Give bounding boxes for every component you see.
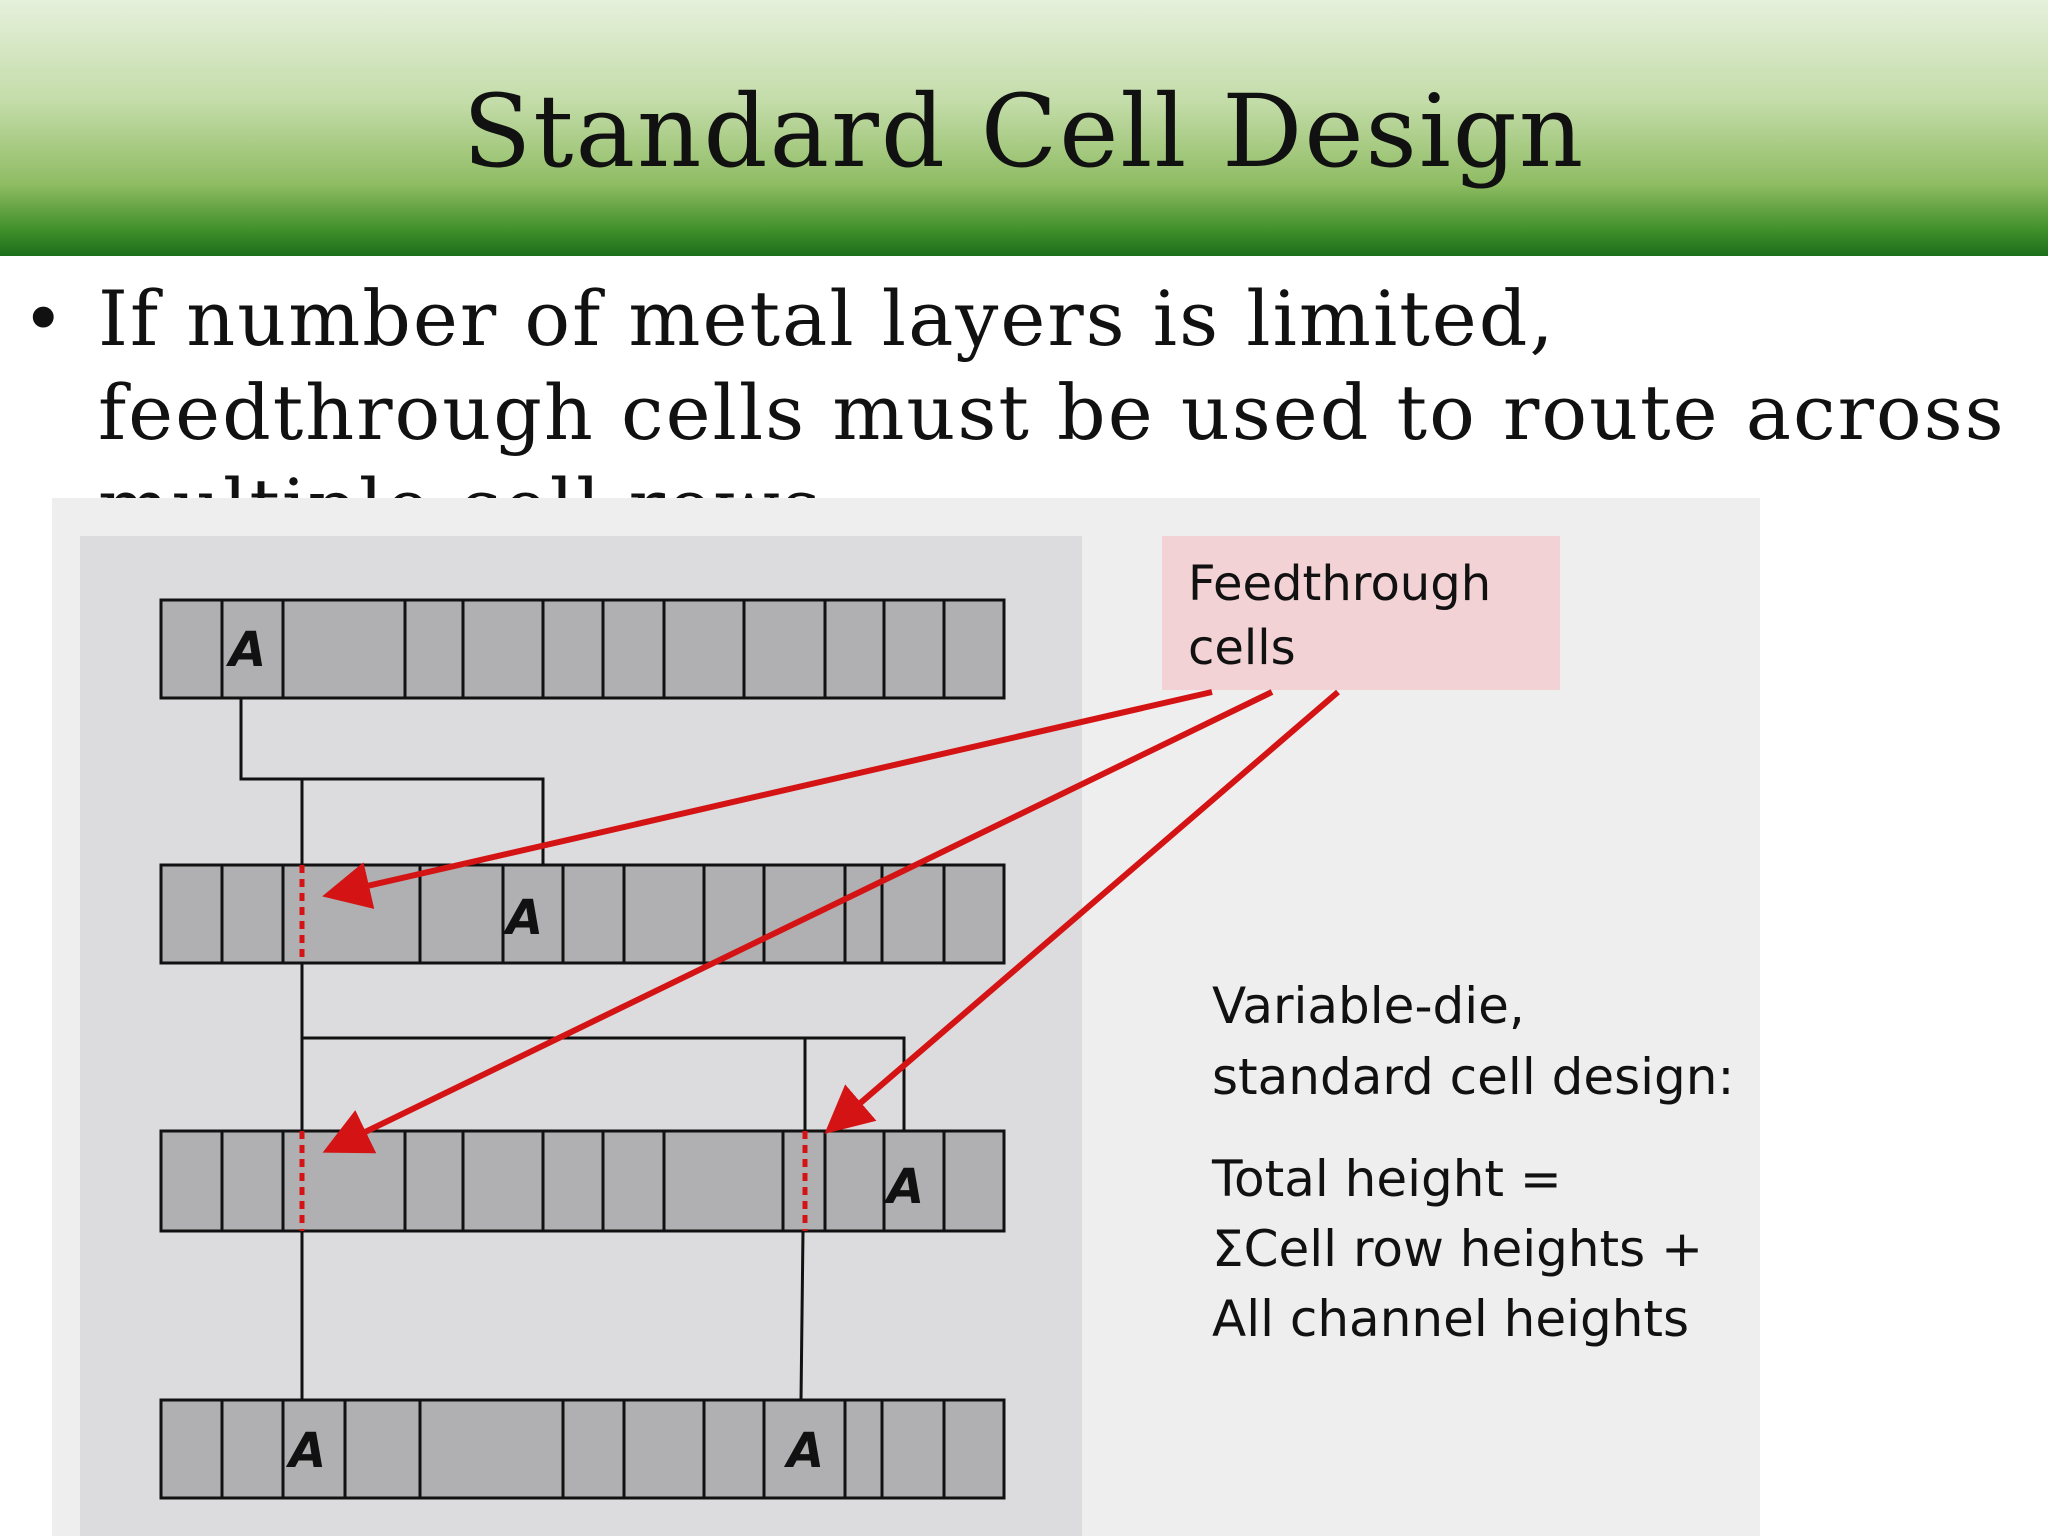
bullet-text: If number of metal layers is limited, fe… bbox=[98, 274, 2006, 498]
page-title: Standard Cell Design bbox=[462, 73, 1586, 190]
caption-line-2: standard cell design: bbox=[1212, 1048, 1734, 1106]
bullet-item: • If number of metal layers is limited, … bbox=[22, 272, 2032, 498]
cell-label-a: A bbox=[783, 1423, 824, 1479]
cell-label-a: A bbox=[285, 1423, 326, 1479]
caption-line-5: All channel heights bbox=[1212, 1290, 1689, 1348]
caption-line-4: ΣCell row heights + bbox=[1212, 1220, 1703, 1278]
cell-row-3: A bbox=[159, 1129, 1006, 1233]
callout-line-1: Feedthrough bbox=[1188, 556, 1491, 612]
cell-label-a: A bbox=[225, 622, 266, 678]
bullet-dot-icon: • bbox=[22, 277, 65, 361]
arrow-to-row-2 bbox=[322, 689, 1213, 909]
arrow-to-row-3-right bbox=[824, 689, 1340, 1134]
cell-row-1: A bbox=[159, 598, 1006, 700]
routing-nets bbox=[239, 698, 906, 1401]
diagram-panel bbox=[80, 536, 1082, 1536]
diagram-caption: Variable-die, standard cell design: Tota… bbox=[1211, 977, 1734, 1348]
cell-label-a: A bbox=[883, 1159, 924, 1215]
cell-row-2: A bbox=[159, 863, 1006, 965]
callout-line-2: cells bbox=[1188, 620, 1296, 676]
cell-label-a: A bbox=[502, 890, 543, 946]
caption-line-3: Total height = bbox=[1211, 1150, 1562, 1208]
arrow-to-row-3-left bbox=[322, 689, 1274, 1154]
title-bar: Standard Cell Design bbox=[0, 0, 2048, 256]
feedthrough-callout: Feedthrough cells bbox=[1162, 536, 1560, 690]
cell-row-4: A A bbox=[159, 1398, 1006, 1500]
feedthrough-arrows bbox=[322, 689, 1340, 1154]
caption-line-1: Variable-die, bbox=[1212, 977, 1525, 1035]
